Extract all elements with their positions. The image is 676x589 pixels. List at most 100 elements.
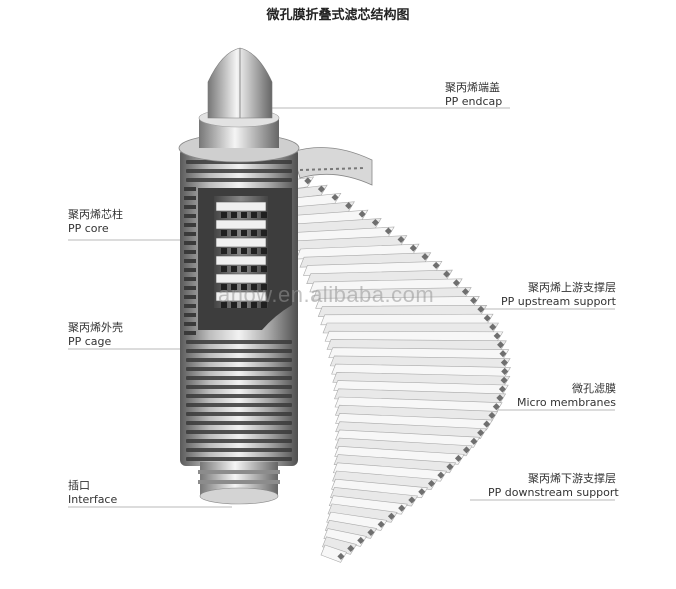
- core-hole: [221, 212, 227, 218]
- page-title: 微孔膜折叠式滤芯结构图: [266, 8, 410, 23]
- cage-slot: [184, 331, 196, 335]
- pleat-tip-marker: [397, 235, 405, 244]
- cage-slot: [184, 313, 196, 317]
- core-hole: [241, 302, 247, 308]
- core-ring: [215, 255, 267, 266]
- pleat-blade: [333, 454, 457, 474]
- label-cage: 聚丙烯外壳 PP cage: [68, 321, 123, 349]
- pleat-blade: [332, 462, 448, 482]
- pleat-tip-marker: [470, 437, 478, 445]
- pleat-tip-marker: [489, 323, 497, 331]
- pleat-tip-marker: [501, 367, 509, 375]
- core-hole: [231, 302, 237, 308]
- core-hole: [261, 230, 267, 236]
- cage-slot: [184, 187, 196, 191]
- core-hole: [241, 284, 247, 290]
- pleat-tip-marker: [492, 403, 500, 411]
- cage-slot: [184, 268, 196, 272]
- core-hole: [221, 284, 227, 290]
- pleat-tip-marker: [477, 305, 485, 313]
- pleat-tip-marker: [337, 552, 345, 560]
- outer-sleeve-slots: [299, 167, 366, 171]
- cage-slot: [186, 421, 292, 425]
- core-hole: [251, 212, 257, 218]
- pleat-tip-marker: [387, 512, 395, 520]
- pleat-tip-marker: [421, 253, 429, 261]
- core-hole: [221, 248, 227, 254]
- label-endcap-zh: 聚丙烯端盖: [445, 81, 500, 94]
- cage-slot: [186, 349, 292, 353]
- pleat-tip-marker: [483, 420, 491, 428]
- core-hole: [221, 302, 227, 308]
- core-hole: [261, 248, 267, 254]
- label-cage-zh: 聚丙烯外壳: [68, 321, 123, 334]
- pleat-blade: [334, 437, 473, 457]
- pleat-blade: [324, 519, 378, 539]
- pleat-blade: [326, 511, 388, 531]
- watermark: anow.en.alibaba.com: [218, 282, 435, 307]
- label-core: 聚丙烯芯柱 PP core: [68, 208, 123, 236]
- label-membrane: 微孔滤膜 Micro membranes: [498, 382, 616, 410]
- pleat-tip-marker: [331, 193, 339, 201]
- core-hole: [221, 266, 227, 272]
- label-downstream: 聚丙烯下游支撑层 PP downstream support: [488, 472, 619, 500]
- interface-thread-1: [198, 470, 280, 474]
- cage-slot: [184, 322, 196, 326]
- pleat-tip-marker: [496, 394, 504, 402]
- label-interface: 插口 Interface: [68, 479, 117, 507]
- pleat-tip-marker: [317, 185, 325, 193]
- pleat-tip-marker: [377, 520, 385, 528]
- cage-slot: [184, 241, 196, 245]
- pleat-tip-marker: [408, 496, 416, 504]
- cage-slot: [184, 205, 196, 209]
- pleat-tip-marker: [500, 359, 508, 367]
- cage-slot: [186, 394, 292, 398]
- pleated-membrane-fan: [260, 168, 511, 563]
- core-ring: [215, 201, 267, 212]
- pleat-tip-marker: [437, 471, 445, 479]
- pleat-tip-marker: [432, 261, 440, 269]
- pleat-blade: [323, 528, 367, 547]
- cage-slot: [186, 457, 292, 461]
- cage-slot: [184, 214, 196, 218]
- cage-slot: [186, 403, 292, 407]
- label-upstream-zh: 聚丙烯上游支撑层: [528, 281, 616, 294]
- label-downstream-en: PP downstream support: [488, 486, 619, 499]
- pleat-tip-marker: [345, 202, 353, 210]
- pleat-blade: [322, 536, 357, 555]
- cage-slot: [184, 250, 196, 254]
- pleat-tip-marker: [461, 288, 469, 296]
- core-hole: [261, 212, 267, 218]
- pleat-tip-marker: [371, 218, 379, 227]
- pleat-blade: [334, 446, 465, 465]
- pleat-tip-marker: [498, 385, 506, 393]
- cage-slot: [186, 448, 292, 452]
- core-hole: [261, 302, 267, 308]
- label-upstream-en: PP upstream support: [501, 295, 616, 308]
- interface-bottom: [199, 487, 279, 505]
- pleat-tip-marker: [409, 244, 417, 252]
- cage-slot: [184, 286, 196, 290]
- core-hole: [251, 230, 257, 236]
- core-hole: [241, 212, 247, 218]
- pleat-tip-marker: [454, 454, 462, 462]
- label-core-zh: 聚丙烯芯柱: [68, 208, 123, 221]
- pleat-tip-marker: [488, 411, 496, 419]
- pleat-tip-marker: [446, 463, 454, 471]
- cage-slot: [184, 196, 196, 200]
- label-membrane-en: Micro membranes: [516, 396, 616, 409]
- pleat-tip-marker: [367, 528, 375, 536]
- cage-slot: [186, 439, 292, 443]
- cage-slot: [184, 223, 196, 227]
- interface-thread-2: [198, 480, 280, 484]
- core-hole: [241, 248, 247, 254]
- pleat-blade: [330, 487, 419, 507]
- pleat-blade: [335, 429, 481, 448]
- pleat-blade: [328, 495, 408, 515]
- cage-slot: [184, 304, 196, 308]
- label-interface-zh: 插口: [68, 479, 90, 492]
- cage-slot: [186, 430, 292, 434]
- pleat-tip-marker: [470, 296, 478, 304]
